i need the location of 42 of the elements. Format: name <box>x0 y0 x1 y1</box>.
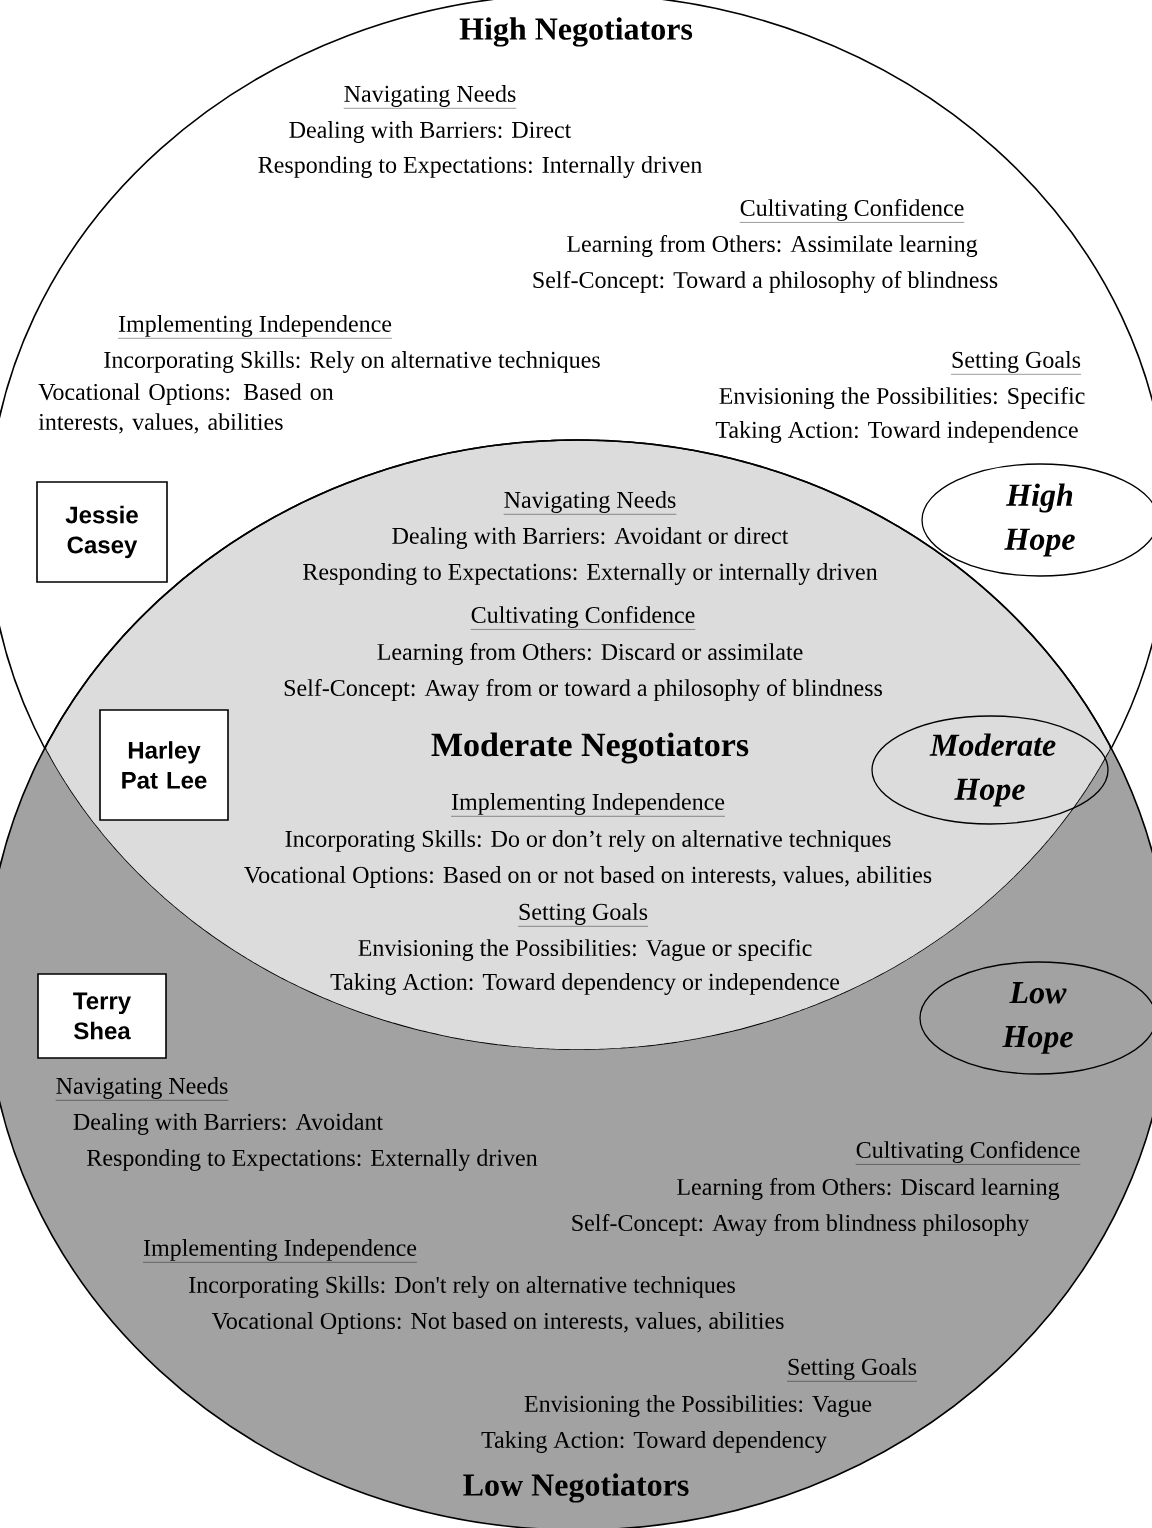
attribute-text: Incorporating Skills: Rely on alternative techniques <box>104 351 600 373</box>
group-title: Moderate Negotiators <box>431 732 749 764</box>
name-box: Jessie Casey <box>36 481 168 583</box>
attribute-text: Taking Action: Toward independence <box>715 421 1078 443</box>
category-heading: Implementing Independence <box>142 1239 418 1263</box>
attribute-text: Self-Concept: Toward a philosophy of blindness <box>533 270 998 293</box>
attribute-text: Taking Action: Toward dependency <box>481 1431 827 1453</box>
category-heading: Cultivating Confidence <box>855 1140 1081 1165</box>
attribute-text: Incorporating Skills: Don't rely on alternative techniques <box>189 1276 735 1298</box>
category-heading: Cultivating Confidence <box>470 605 696 630</box>
category-heading: Navigating Needs <box>343 85 517 109</box>
attribute-text: Learning from Others: Assimilate learning <box>567 234 978 257</box>
attribute-text: Envisioning the Possibilities: Vague <box>524 1395 872 1417</box>
name-box: Harley Pat Lee <box>99 709 229 821</box>
attribute-text: Incorporating Skills: Do or don’t rely on alternative techniques <box>285 830 891 852</box>
category-heading: Setting Goals <box>517 903 649 927</box>
attribute-text: Dealing with Barriers: Avoidant <box>73 1113 383 1135</box>
attribute-text: Self-Concept: Away from or toward a philosophy of blindness <box>284 678 882 701</box>
category-heading: Cultivating Confidence <box>739 198 965 223</box>
attribute-text: Dealing with Barriers: Avoidant or direct <box>392 527 789 549</box>
attribute-text: Responding to Expectations: Externally or internally driven <box>303 563 878 585</box>
category-heading: Navigating Needs <box>503 491 677 515</box>
group-title: High Negotiators <box>459 17 693 47</box>
category-heading: Setting Goals <box>950 351 1082 375</box>
attribute-text: Dealing with Barriers: Direct <box>289 121 572 143</box>
attribute-text: Vocational Options: Not based on interests, values, abilities <box>211 1312 784 1334</box>
attribute-text: Responding to Expectations: Internally driven <box>258 156 702 178</box>
category-heading: Navigating Needs <box>55 1077 229 1101</box>
attribute-text: Self-Concept: Away from blindness philosophy <box>572 1213 1030 1237</box>
category-heading: Implementing Independence <box>450 793 726 817</box>
name-box: Terry Shea <box>37 973 167 1059</box>
attribute-text: Envisioning the Possibilities: Specific <box>719 386 1085 409</box>
category-heading: Setting Goals <box>786 1358 918 1382</box>
attribute-text: Vocational Options: Based on interests, values, abilities <box>38 383 334 434</box>
group-title: Low Negotiators <box>463 1473 689 1503</box>
category-heading: Implementing Independence <box>117 315 393 339</box>
attribute-text: Responding to Expectations: Externally driven <box>87 1149 538 1171</box>
attribute-text: Learning from Others: Discard learning <box>677 1177 1060 1201</box>
attribute-text: Taking Action: Toward dependency or independence <box>330 973 840 995</box>
attribute-text: Learning from Others: Discard or assimilate <box>377 642 803 665</box>
attribute-text: Vocational Options: Based on or not based on interests, values, abilities <box>244 866 932 888</box>
attribute-text: Envisioning the Possibilities: Vague or specific <box>358 938 812 962</box>
